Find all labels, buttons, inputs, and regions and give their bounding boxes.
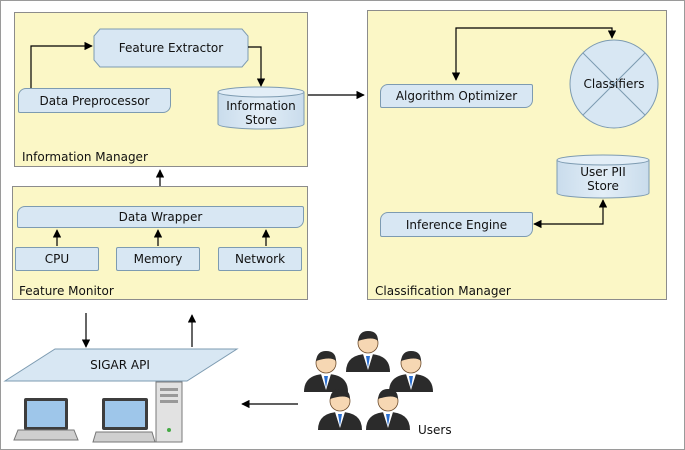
feature-monitor-panel: [12, 186, 308, 300]
feature-extractor-label: Feature Extractor: [118, 41, 224, 55]
information-store-cylinder: [217, 86, 305, 130]
network-label: Network: [234, 252, 286, 266]
data-wrapper-label: Data Wrapper: [118, 210, 203, 224]
cpu-label: CPU: [44, 252, 70, 266]
inference-engine-label: Inference Engine: [405, 217, 508, 232]
arrow-preprocessor-to-extractor: [30, 41, 93, 89]
sigar-api-label: SIGAR API: [90, 358, 150, 372]
data-wrapper-node: Data Wrapper: [17, 206, 304, 228]
user-pii-store-label-line2: Store: [587, 179, 619, 193]
laptop-icon: [13, 398, 79, 441]
information-store-label-line2: Store: [245, 113, 277, 127]
sigar-api-node: [3, 348, 239, 382]
inference-engine-node: Inference Engine: [380, 212, 533, 237]
users-label: Users: [418, 423, 452, 437]
arrow-optimizer-classifiers: [451, 27, 617, 81]
information-store-label-line1: Information: [226, 99, 296, 113]
feature-monitor-label: Feature Monitor: [19, 284, 114, 298]
memory-label: Memory: [133, 252, 183, 266]
classification-manager-label: Classification Manager: [375, 284, 511, 298]
memory-node: Memory: [116, 247, 200, 271]
classifiers-label: Classifiers: [583, 77, 645, 91]
user-pii-store-label-line1: User PII: [580, 165, 626, 179]
data-preprocessor-label: Data Preprocessor: [39, 93, 150, 108]
user-pii-store-cylinder: [556, 154, 650, 199]
arrow-inference-userpii: [533, 199, 608, 229]
algorithm-optimizer-node: Algorithm Optimizer: [380, 84, 533, 108]
cpu-node: CPU: [15, 247, 99, 271]
information-manager-label: Information Manager: [22, 150, 148, 164]
feature-extractor-node: [93, 28, 249, 68]
algorithm-optimizer-label: Algorithm Optimizer: [395, 89, 518, 103]
users-icon: [304, 331, 433, 430]
network-node: Network: [218, 247, 302, 271]
data-preprocessor-node: Data Preprocessor: [18, 88, 171, 113]
desktop-computer-icon: [92, 381, 183, 443]
arrow-extractor-to-store: [248, 46, 266, 87]
